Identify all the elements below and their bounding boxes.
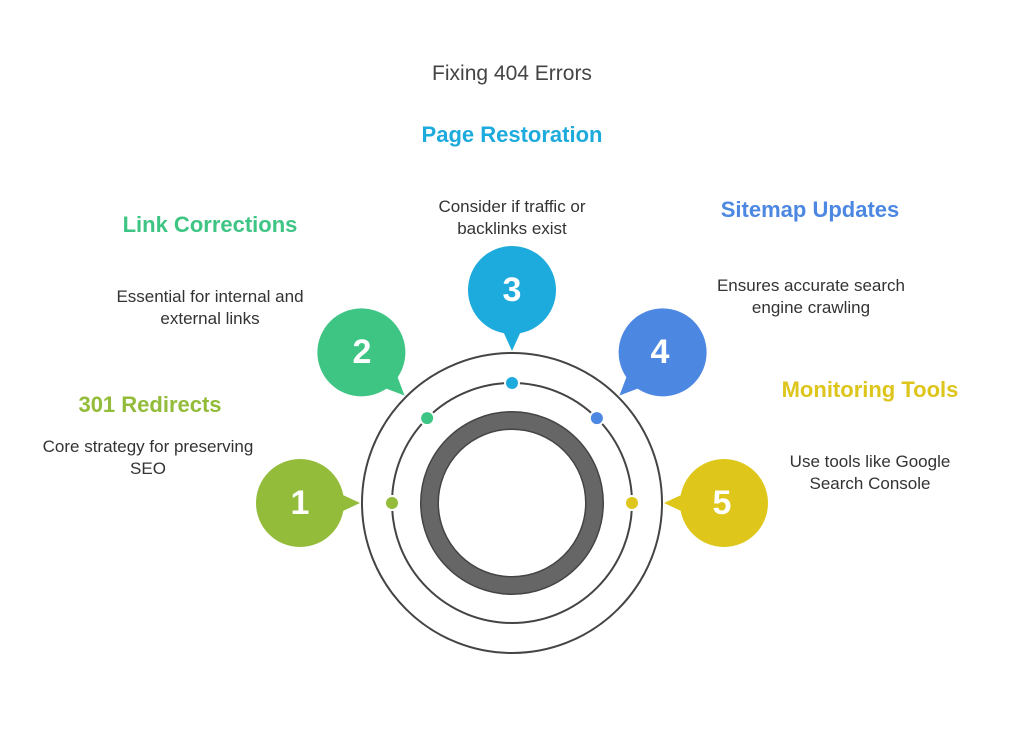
step-5-title: Monitoring Tools xyxy=(781,377,959,402)
step-4-dot xyxy=(590,412,603,425)
step-3-description: Consider if traffic or backlinks exist xyxy=(438,197,586,238)
step-2-bubble xyxy=(317,308,406,397)
step-1-bubble xyxy=(256,459,344,547)
step-5-bubble xyxy=(680,459,768,547)
step-2-number: 2 xyxy=(352,333,372,371)
step-3-bubble xyxy=(468,246,556,334)
step-2-title: Link Corrections xyxy=(122,212,298,237)
step-5-number: 5 xyxy=(712,484,732,522)
step-5-description: Use tools like Google Search Console xyxy=(789,452,951,493)
step-3-title: Page Restoration xyxy=(421,122,603,147)
step-3-dot xyxy=(506,377,518,389)
step-4-title: Sitemap Updates xyxy=(720,197,900,222)
core-ring xyxy=(421,412,603,594)
diagram-title: Fixing 404 Errors xyxy=(432,62,592,85)
step-1-description: Core strategy for preserving SEO xyxy=(42,437,254,478)
step-5-dot xyxy=(626,497,638,509)
step-4-description: Ensures accurate search engine crawling xyxy=(716,276,906,317)
step-2-dot xyxy=(421,412,434,425)
step-2-description: Essential for internal and external link… xyxy=(116,287,304,328)
outer-ring xyxy=(361,352,663,654)
step-1-title: 301 Redirects xyxy=(78,392,222,417)
step-1-number: 1 xyxy=(290,484,310,522)
step-3-number: 3 xyxy=(502,271,522,309)
step-4-number: 4 xyxy=(650,333,670,371)
step-4-bubble xyxy=(618,308,707,397)
step-1-dot xyxy=(386,497,398,509)
